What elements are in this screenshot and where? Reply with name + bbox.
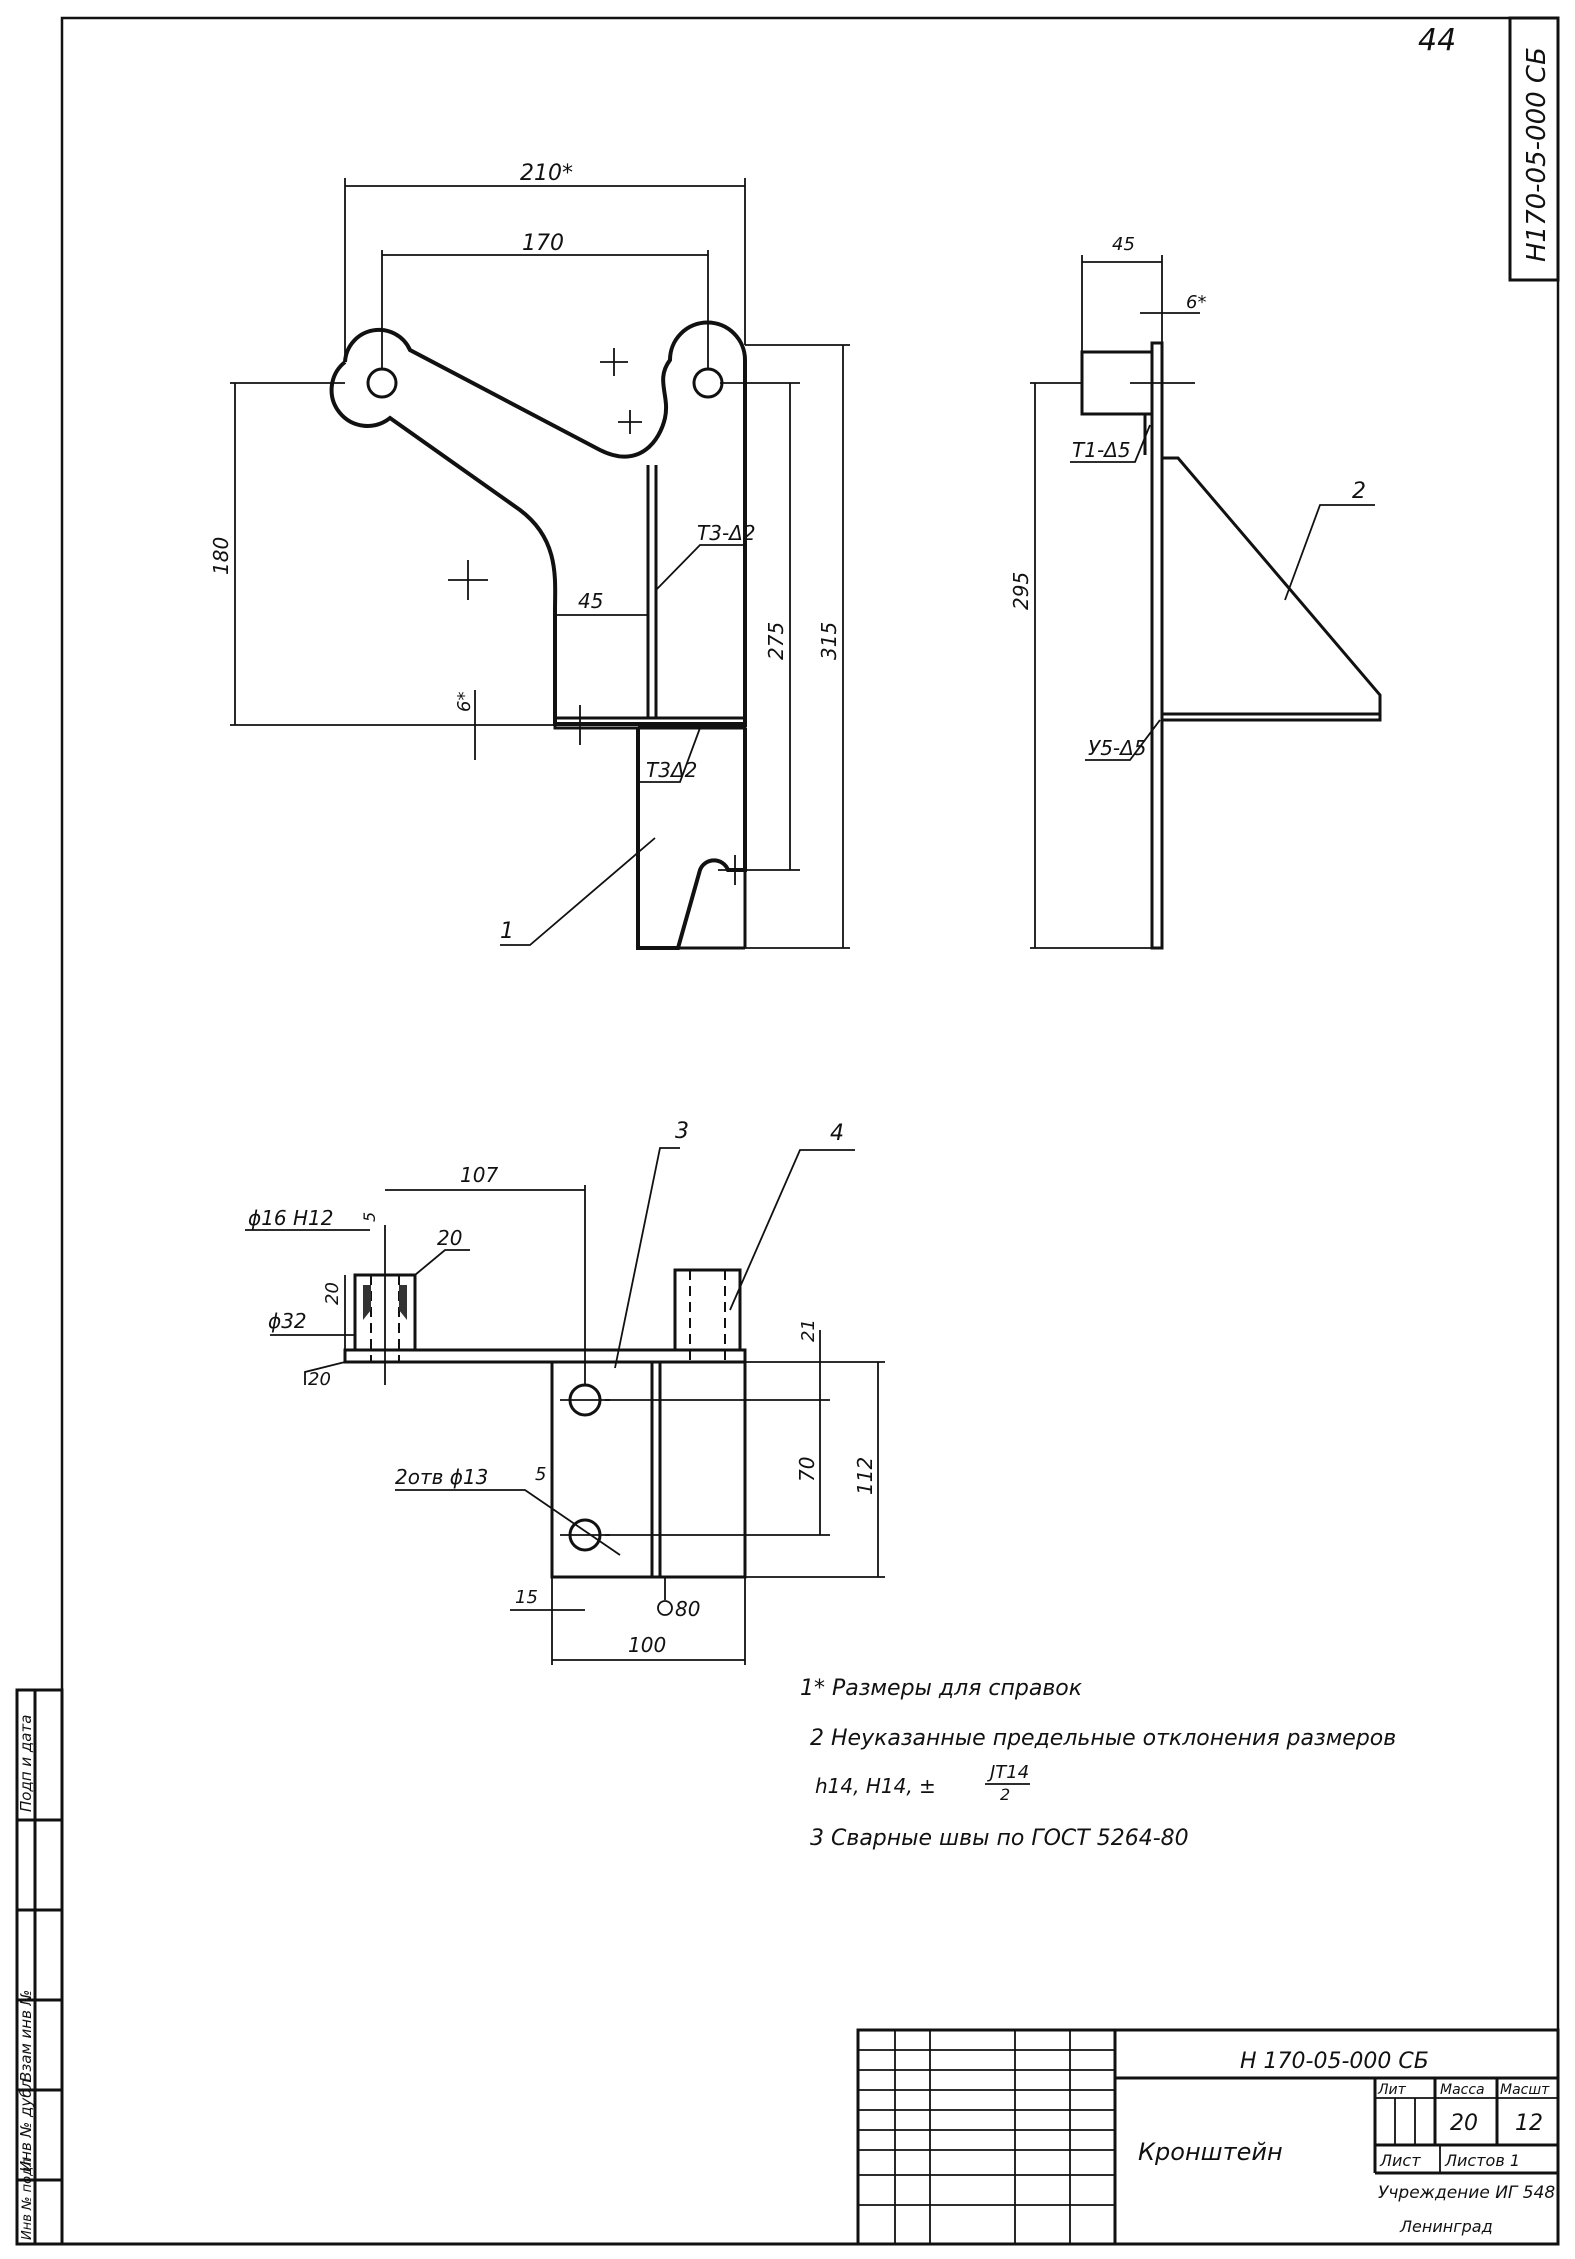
note-2d: 2 [1000, 1785, 1010, 1804]
top-dim-phi16: ϕ16 Н12 [248, 1206, 334, 1230]
tb-mass: 20 [1450, 2111, 1478, 2136]
top-dim-15: 15 [515, 1587, 538, 1608]
dim-45: 45 [578, 589, 603, 613]
note-2c: JT14 [987, 1762, 1029, 1783]
leader-4: 4 [830, 1121, 844, 1146]
tb-org: Учреждение ИГ 548 [1378, 2183, 1555, 2203]
dim-6: 6* [454, 692, 475, 712]
weld-t1: Т1-Δ5 [1072, 438, 1131, 462]
center-marks [448, 348, 740, 885]
top-dim-5: 5 [360, 1212, 379, 1222]
dim-170: 170 [522, 231, 564, 256]
top-dim-20a: 20 [437, 1226, 462, 1250]
dim-275: 275 [764, 622, 788, 660]
top-dim-20c: 20 [308, 1369, 331, 1390]
strip-label-1: Подп и дата [17, 1715, 35, 1812]
top-dim-5b: 5 [535, 1464, 546, 1485]
tb-city: Ленинград [1399, 2217, 1493, 2236]
code-stamp: Н170-05-000 СБ [1508, 16, 1560, 282]
weld-t3-lower: Т3Δ2 [646, 758, 697, 782]
tb-sheets: Листов 1 [1444, 2151, 1520, 2170]
top-dim-107: 107 [460, 1163, 498, 1187]
tb-sheet: Лист [1379, 2151, 1421, 2170]
side-dim-6: 6* [1186, 292, 1206, 313]
tb-col-lit: Лит [1377, 2082, 1407, 2098]
leader-3: 3 [675, 1119, 689, 1144]
tb-name: Кронштейн [1138, 2138, 1283, 2166]
dim-315: 315 [817, 622, 841, 660]
tb-col-mass: Масса [1440, 2082, 1485, 2098]
tb-scale: 12 [1515, 2111, 1543, 2136]
top-dim-20b: 20 [322, 1282, 343, 1305]
strip-label-5: Инв № подл [20, 2159, 35, 2240]
side-dim-45: 45 [1112, 234, 1135, 255]
top-dim-100: 100 [628, 1633, 666, 1657]
notes: 1* Размеры для справок 2 Неуказанные пре… [800, 1676, 1396, 1851]
roughness-80: 80 [675, 1597, 700, 1621]
top-dim-70: 70 [795, 1457, 819, 1482]
note-2: 2 Неуказанные предельные отклонения разм… [810, 1726, 1396, 1751]
note-2b: h14, H14, ± [815, 1774, 936, 1798]
dim-180: 180 [209, 537, 233, 575]
holes-label: 2отв ϕ13 [395, 1465, 488, 1489]
leader-1: 1 [500, 919, 514, 944]
strip-label-2: Взам инв № [17, 1990, 35, 2082]
note-1: 1* Размеры для справок [800, 1676, 1083, 1701]
code-stamp-text: Н170-05-000 СБ [1522, 47, 1552, 262]
top-dim-112: 112 [853, 1457, 877, 1495]
dim-210: 210* [520, 161, 573, 186]
side-view: 45 6* 295 Т1-Δ5 У5-Δ5 2 [1009, 234, 1382, 950]
tb-col-scale: Масшт [1500, 2082, 1550, 2098]
top-dim-phi32: ϕ32 [268, 1309, 307, 1333]
page-number: 44 [1418, 23, 1456, 58]
tb-designation: Н 170-05-000 СБ [1240, 2049, 1429, 2074]
left-strip: Подп и дата Взам инв № Инв № дубл Инв № … [15, 1688, 64, 2246]
front-view: 210* 170 180 45 275 315 6* Т3-Δ2 Т3Δ2 1 [209, 161, 850, 950]
weld-u5: У5-Δ5 [1088, 736, 1147, 760]
weld-t3-upper: Т3-Δ2 [697, 521, 756, 545]
side-dim-295: 295 [1009, 572, 1033, 610]
top-dim-21: 21 [798, 1319, 819, 1342]
sheet-frame [60, 16, 1560, 2246]
top-view: 107 5 ϕ16 Н12 20 20 ϕ32 20 21 70 112 2от… [245, 1119, 885, 1665]
leader-2: 2 [1352, 479, 1366, 504]
strip-label-3: Инв № дубл [17, 2078, 35, 2172]
title-block: Н 170-05-000 СБ Кронштейн Лит Масса Масш… [856, 2028, 1560, 2246]
note-3: 3 Сварные швы по ГОСТ 5264-80 [810, 1826, 1189, 1851]
